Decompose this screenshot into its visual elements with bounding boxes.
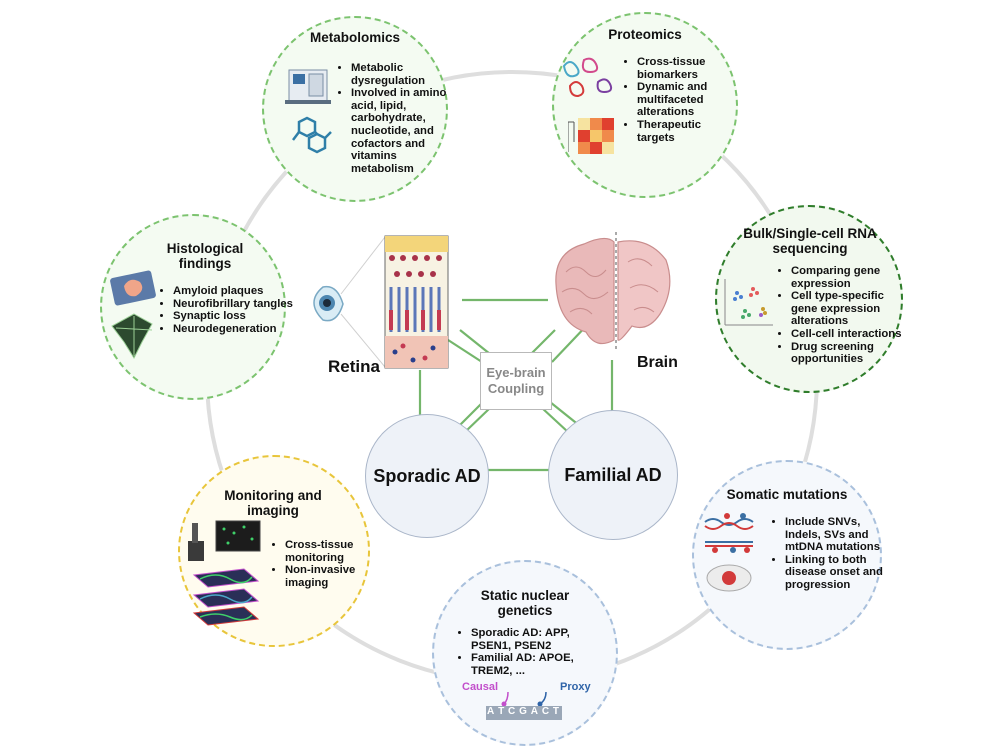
dna-bases: A T C G A C T bbox=[487, 706, 559, 717]
histological-bubble bbox=[100, 214, 286, 400]
somatic-bubble bbox=[692, 460, 882, 650]
monitoring-item: Non-invasive imaging bbox=[285, 564, 371, 589]
monitoring-item: Cross-tissue monitoring bbox=[285, 539, 371, 564]
brain-label: Brain bbox=[637, 354, 678, 371]
rnaseq-item: Cell type-specific gene expression alter… bbox=[791, 290, 909, 328]
histological-item: Amyloid plaques bbox=[173, 285, 297, 298]
rnaseq-title: Bulk/Single-cell RNA sequencing bbox=[743, 226, 877, 256]
coupling-line-1: Eye-brain bbox=[486, 365, 546, 380]
rnaseq-list: Comparing gene expression Cell type-spec… bbox=[778, 265, 909, 366]
histological-item: Neurofibrillary tangles bbox=[173, 298, 297, 311]
rnaseq-bubble bbox=[715, 205, 903, 393]
histological-item: Neurodegeneration bbox=[173, 323, 297, 336]
sporadic-ad-label: Sporadic AD bbox=[373, 465, 481, 486]
dna-base: T bbox=[552, 706, 559, 717]
familial-ad-node: Familial AD bbox=[548, 410, 678, 540]
connector-retina-coupling bbox=[444, 337, 483, 363]
dna-base: A bbox=[530, 706, 538, 717]
imaging-icon bbox=[188, 520, 261, 626]
metabolomics-bubble bbox=[262, 16, 448, 202]
histology-slide-icon bbox=[110, 270, 156, 360]
metabolomics-list: Metabolic dysregulation Involved in amin… bbox=[338, 62, 447, 175]
molecule-icon bbox=[292, 116, 332, 154]
metabolomics-item: Involved in amino acid, lipid, carbohydr… bbox=[351, 87, 447, 175]
proteomics-list: Cross-tissue biomarkers Dynamic and mult… bbox=[624, 56, 737, 144]
umap-scatter-icon bbox=[724, 279, 773, 326]
proteomics-item: Dynamic and multifaceted alterations bbox=[637, 81, 737, 119]
metabolomics-title: Metabolomics bbox=[309, 30, 401, 45]
dna-base: G bbox=[519, 706, 527, 717]
rnaseq-item: Comparing gene expression bbox=[791, 265, 909, 290]
proteomics-item: Therapeutic targets bbox=[637, 119, 737, 144]
retina-illustration bbox=[313, 235, 449, 369]
somatic-item: Linking to both disease onset and progre… bbox=[785, 554, 883, 592]
dna-sequence-icon bbox=[486, 692, 562, 720]
connector-coupling-familial bbox=[541, 407, 569, 433]
heatmap-icon bbox=[568, 118, 614, 154]
metabolomics-item: Metabolic dysregulation bbox=[351, 62, 447, 87]
monitoring-list: Cross-tissue monitoring Non-invasive ima… bbox=[272, 539, 371, 589]
causal-label: Causal bbox=[462, 681, 499, 693]
dna-base: C bbox=[508, 706, 516, 717]
proxy-label: Proxy bbox=[560, 681, 591, 693]
somatic-list: Include SNVs, Indels, SVs and mtDNA muta… bbox=[772, 516, 883, 592]
histological-list: Amyloid plaques Neurofibrillary tangles … bbox=[160, 285, 297, 335]
sporadic-ad-node: Sporadic AD bbox=[365, 414, 489, 538]
somatic-item: Include SNVs, Indels, SVs and mtDNA muta… bbox=[785, 516, 883, 554]
brain-illustration bbox=[555, 232, 671, 350]
static-genetics-list: Sporadic AD: APP, PSEN1, PSEN2 Familial … bbox=[458, 627, 611, 677]
protein-structures-icon bbox=[562, 57, 613, 98]
static-genetics-item: Sporadic AD: APP, PSEN1, PSEN2 bbox=[471, 627, 611, 652]
monitoring-title: Monitoring and imaging bbox=[224, 488, 322, 518]
dna-base: A bbox=[487, 706, 495, 717]
proteomics-bubble bbox=[552, 12, 738, 198]
retina-label: Retina bbox=[328, 357, 380, 376]
familial-ad-label: Familial AD bbox=[564, 464, 662, 485]
proteomics-item: Cross-tissue biomarkers bbox=[637, 56, 737, 81]
connector-coupling-sporadic bbox=[464, 407, 491, 433]
dna-base: C bbox=[541, 706, 550, 717]
rnaseq-item: Drug screening opportunities bbox=[791, 341, 909, 366]
dna-mutation-icon bbox=[704, 513, 754, 592]
histological-title: Histological findings bbox=[166, 241, 244, 271]
dna-base: T bbox=[498, 706, 505, 717]
proteomics-title: Proteomics bbox=[608, 27, 682, 42]
rnaseq-item: Cell-cell interactions bbox=[791, 328, 909, 341]
mass-spectrometer-icon bbox=[285, 69, 331, 104]
coupling-line-2: Coupling bbox=[487, 381, 545, 396]
somatic-title: Somatic mutations bbox=[726, 487, 848, 502]
eye-brain-coupling-box: Eye-brain Coupling bbox=[480, 352, 552, 410]
histological-item: Synaptic loss bbox=[173, 310, 297, 323]
static-genetics-item: Familial AD: APOE, TREM2, ... bbox=[471, 652, 611, 677]
static-genetics-title: Static nuclear genetics bbox=[480, 588, 570, 618]
